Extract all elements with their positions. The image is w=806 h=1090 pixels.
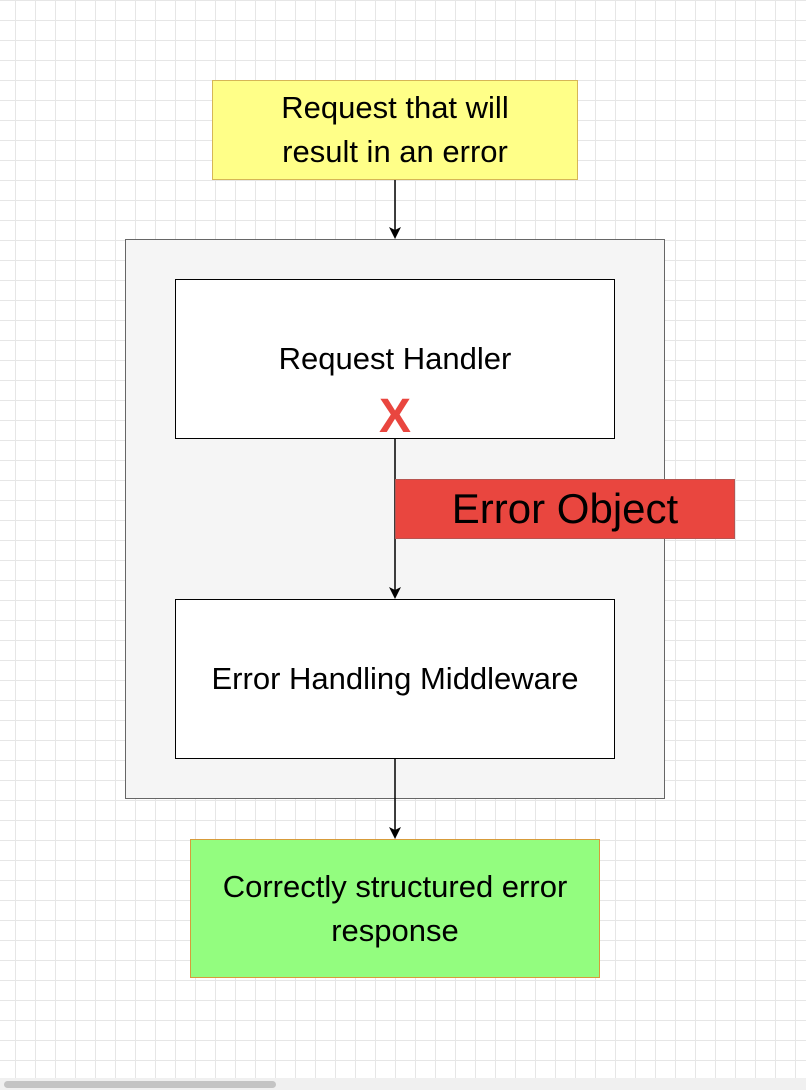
error-response-label: Correctly structured error response <box>222 868 568 948</box>
error-x-icon: X <box>378 390 411 443</box>
error-object-label[interactable]: Error Object <box>395 479 735 539</box>
request-handler-node[interactable]: Request Handler <box>175 279 615 439</box>
error-middleware-node[interactable]: Error Handling Middleware <box>175 599 615 759</box>
error-object-text: Error Object <box>451 485 679 532</box>
error-response-node[interactable]: Correctly structured error response <box>190 839 600 978</box>
scrollbar-thumb[interactable] <box>4 1081 276 1088</box>
request-node[interactable]: Request that will result in an error <box>212 80 578 180</box>
error-middleware-label: Error Handling Middleware <box>211 661 579 696</box>
request-label: Request that will result in an error <box>281 90 509 169</box>
request-handler-label: Request Handler <box>278 341 512 376</box>
